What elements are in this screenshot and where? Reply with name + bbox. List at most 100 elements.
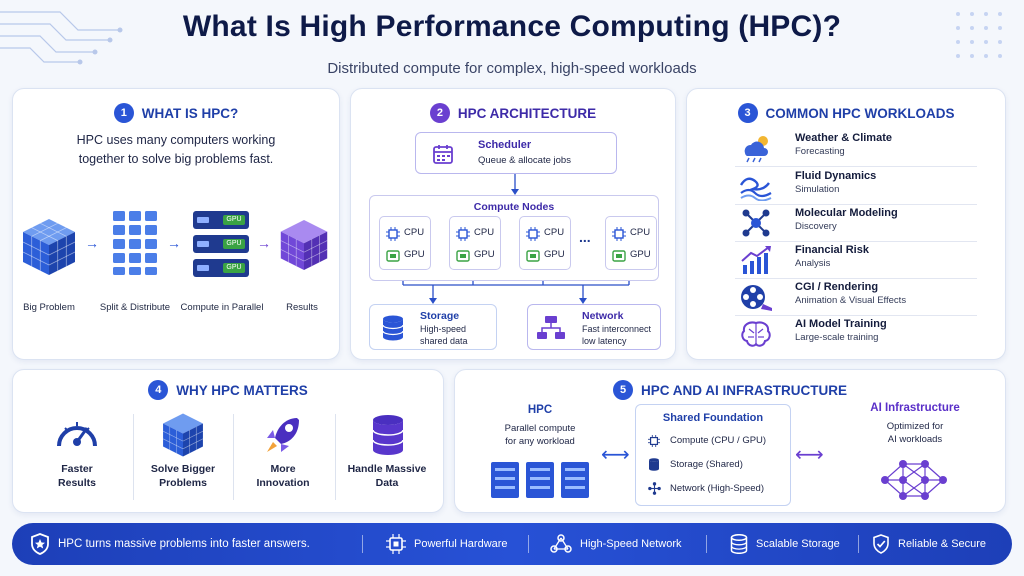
workload-subtitle: Forecasting	[795, 146, 845, 157]
gpu-label: GPU	[404, 249, 425, 260]
workload-item: Weather & Climate Forecasting	[735, 131, 977, 167]
panel-title: 3 COMMON HPC WORKLOADS	[687, 103, 1005, 123]
gpu-chip-icon	[386, 250, 400, 262]
shared-item: Network (High-Speed)	[670, 483, 764, 494]
workload-title: Financial Risk	[795, 244, 869, 256]
divider	[706, 535, 707, 553]
step-number-badge: 3	[737, 103, 758, 123]
benefit-item: More Innovation	[235, 410, 331, 500]
step-number-badge: 2	[429, 103, 450, 123]
benefit-line: Faster	[61, 463, 93, 475]
tagline-text: HPC turns massive problems into faster a…	[58, 538, 310, 550]
network-icon	[648, 482, 661, 495]
workload-subtitle: Large-scale training	[795, 332, 879, 343]
workload-title: Weather & Climate	[795, 132, 892, 144]
panel-title: 2 HPC ARCHITECTURE	[351, 103, 675, 123]
molecule-icon	[742, 209, 770, 237]
neural-network-icon	[881, 460, 947, 500]
compute-node: CPU GPU	[605, 216, 657, 270]
wave-icon	[739, 177, 772, 201]
bar-item-label: High-Speed Network	[580, 538, 682, 550]
hpc-description: Parallel compute for any workload	[475, 422, 605, 448]
database-icon	[382, 315, 404, 341]
gpu-chip-icon	[526, 250, 540, 262]
benefit-item: Handle Massive Data	[339, 410, 435, 500]
panel-title-text: HPC ARCHITECTURE	[457, 105, 597, 121]
bar-item-label: Reliable & Secure	[898, 538, 987, 550]
ai-line: AI workloads	[887, 434, 943, 445]
calendar-icon	[433, 145, 453, 164]
step-number-badge: 1	[113, 103, 134, 123]
network-nodes-icon	[550, 534, 572, 553]
gpu-tag: GPU	[223, 263, 245, 273]
step-label: Results	[286, 302, 318, 313]
database-icon	[730, 534, 748, 554]
gpu-tag: GPU	[223, 215, 245, 225]
storage-title: Storage	[420, 310, 460, 322]
divider	[335, 414, 336, 500]
step-number-badge: 4	[148, 380, 169, 400]
workload-subtitle: Analysis	[795, 258, 831, 269]
hpc-line: for any workload	[505, 436, 575, 447]
parallel-servers-icon: GPU GPU GPU	[193, 211, 249, 277]
gpu-label: GPU	[544, 249, 565, 260]
workload-subtitle: Animation & Visual Effects	[795, 295, 907, 306]
bar-item-label: Powerful Hardware	[414, 538, 508, 550]
bar-item: Scalable Storage	[730, 523, 840, 565]
hpc-line: Parallel compute	[504, 423, 576, 434]
compute-node: CPU GPU	[449, 216, 501, 270]
shared-foundation-box: Shared Foundation Compute (CPU / GPU) St…	[635, 404, 791, 506]
benefit-line: Handle Massive	[347, 463, 427, 475]
results-cube-icon	[280, 220, 328, 270]
benefit-line: More	[270, 463, 296, 475]
network-switch-icon	[537, 316, 565, 339]
panel-title: 4 WHY HPC MATTERS	[13, 380, 443, 400]
server-racks-icon	[491, 462, 589, 498]
step-number-badge: 5	[613, 380, 633, 400]
circuit-decoration	[0, 11, 123, 65]
cpu-label: CPU	[474, 227, 495, 238]
divider	[233, 414, 234, 500]
benefit-line: Results	[58, 477, 96, 489]
workload-title: Molecular Modeling	[795, 207, 898, 219]
film-icon	[741, 285, 772, 311]
panel-title-text: WHAT IS HPC?	[141, 105, 239, 121]
arrow-icon: →	[257, 235, 271, 251]
storage-line: High-speed	[420, 324, 467, 334]
bidirectional-arrow-icon: ⟷	[795, 444, 824, 466]
big-cube-icon	[22, 219, 76, 275]
network-line: low latency	[582, 336, 627, 346]
ai-line: Optimized for	[886, 421, 944, 432]
workload-item: Molecular Modeling Discovery	[735, 206, 977, 242]
tagline-item: HPC turns massive problems into faster a…	[30, 523, 310, 565]
more-nodes-ellipsis: ...	[579, 229, 591, 245]
scheduler-title: Scheduler	[478, 139, 532, 151]
panel-description: HPC uses many computers working together…	[13, 131, 339, 169]
bidirectional-arrow-icon: ⟷	[601, 444, 630, 466]
cpu-chip-icon	[456, 227, 470, 241]
cpu-label: CPU	[404, 227, 425, 238]
benefit-line: Solve Bigger	[150, 463, 216, 475]
speedometer-icon	[57, 422, 97, 447]
benefit-label: Solve Bigger Problems	[135, 462, 231, 490]
benefit-line: Data	[375, 477, 399, 489]
storage-line: shared data	[420, 336, 468, 346]
hpc-title: HPC	[527, 404, 553, 416]
panel-workloads: 3 COMMON HPC WORKLOADS Weather & Climate…	[686, 88, 1006, 360]
panel-title: 5 HPC AND AI INFRASTRUCTURE	[455, 380, 1005, 400]
chart-icon	[741, 246, 771, 274]
panel-what-is-hpc: 1 WHAT IS HPC? HPC uses many computers w…	[12, 88, 340, 360]
arrow-icon: →	[85, 235, 99, 251]
cpu-chip-icon	[526, 227, 540, 241]
shared-item: Storage (Shared)	[670, 459, 743, 470]
gpu-label: GPU	[630, 249, 651, 260]
page-title: What Is High Performance Computing (HPC)…	[182, 10, 842, 43]
benefit-label: Handle Massive Data	[339, 462, 435, 490]
dots-decoration	[956, 12, 1002, 58]
compute-nodes-label: Compute Nodes	[473, 201, 555, 213]
description-line: HPC uses many computers working	[76, 133, 276, 147]
workload-item: Financial Risk Analysis	[735, 243, 977, 279]
workload-item: Fluid Dynamics Simulation	[735, 169, 977, 205]
workload-title: AI Model Training	[795, 318, 887, 330]
compute-node: CPU GPU	[519, 216, 571, 270]
